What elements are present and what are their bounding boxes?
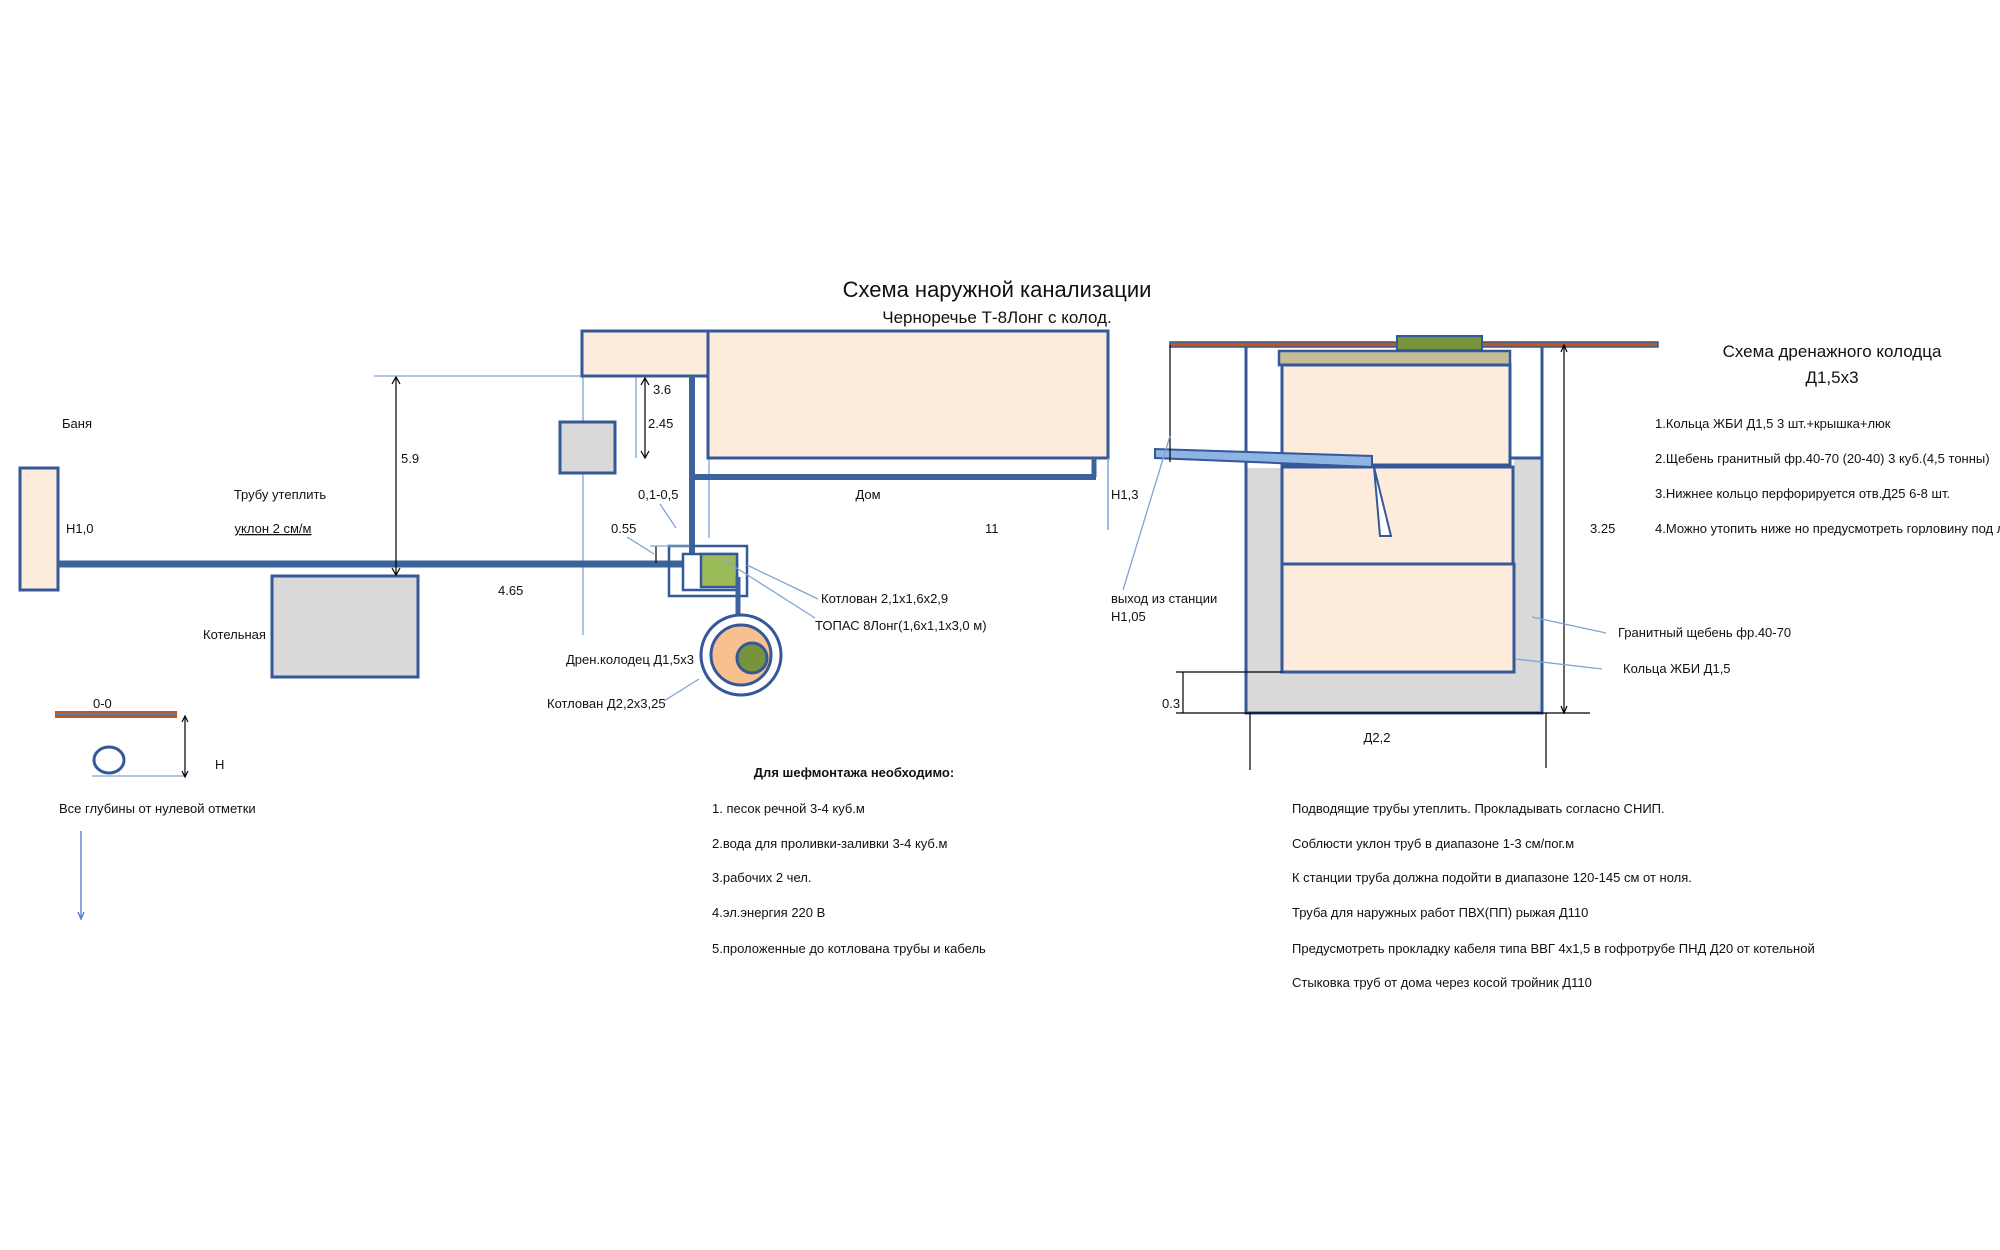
site-plan: Баня Н1,0 Трубу утеплить уклон 2 см/м 5.… [18, 329, 1138, 711]
label-dim-3-6: 3.6 [653, 382, 671, 397]
label-insulate: Трубу утеплить [234, 487, 327, 502]
well-lid [1277, 349, 1512, 367]
gravel-fill [1246, 458, 1542, 713]
note-item: Предусмотреть прокладку кабеля типа ВВГ … [1292, 941, 1815, 956]
well-subtitle: Д1,5х3 [1805, 368, 1858, 387]
pipe-section-icon [92, 745, 126, 775]
baffle [1373, 466, 1393, 537]
install-item: 3.рабочих 2 чел. [712, 870, 811, 885]
station-chamber [699, 552, 739, 589]
leader-line [723, 559, 816, 619]
label-h: Н [215, 757, 224, 772]
label-dim-3-25: 3.25 [1590, 521, 1615, 536]
label-drain-well: Дрен.колодец Д1,5х3 [566, 652, 694, 667]
install-heading: Для шефмонтажа необходимо: [754, 765, 954, 780]
label-house: Дом [855, 487, 880, 502]
label-slope: уклон 2 см/м [235, 521, 312, 536]
inlet-pipe [1154, 447, 1373, 469]
label-dim-2-45: 2.45 [648, 416, 673, 431]
leader-line [1531, 616, 1607, 634]
station-pit [667, 544, 749, 598]
well-item: 1.Кольца ЖБИ Д1,5 3 шт.+крышка+люк [1655, 416, 1891, 431]
note-item: Подводящие трубы утеплить. Прокладывать … [1292, 801, 1665, 816]
drain-well-section: Схема дренажного колодца Д1,5х3 1.Кольца… [1107, 335, 2000, 770]
arrow-heads [640, 376, 650, 460]
scheme-subtitle: Черноречье Т-8Лонг с колод. [882, 308, 1112, 327]
leader-line [626, 536, 655, 555]
label-pit-well: Котлован Д2,2х3,25 [547, 696, 666, 711]
label-topas: ТОПАС 8Лонг(1,6х1,1х3,0 м) [815, 618, 987, 633]
leader-line [746, 564, 819, 600]
label-boiler: Котельная [203, 627, 266, 642]
installation-requirements: Для шефмонтажа необходимо: 1. песок речн… [712, 765, 986, 956]
label-dim-0-3: 0.3 [1162, 696, 1180, 711]
label-banya: Баня [62, 416, 92, 431]
install-item: 1. песок речной 3-4 куб.м [712, 801, 865, 816]
label-h-house: Н1,3 [1111, 487, 1138, 502]
arrow-heads [181, 714, 189, 779]
label-h-outlet: Н1,05 [1111, 609, 1146, 624]
leader-line [1122, 435, 1171, 591]
label-h-banya: Н1,0 [66, 521, 93, 536]
label-gravel: Гранитный щебень фр.40-70 [1618, 625, 1791, 640]
well-lid-circle [735, 641, 769, 675]
well-title: Схема дренажного колодца [1723, 342, 1942, 361]
label-diameter: Д2,2 [1364, 730, 1391, 745]
house [706, 329, 1110, 460]
leader-line [663, 678, 700, 702]
arrow-heads [391, 375, 401, 577]
note-item: Стыковка труб от дома через косой тройни… [1292, 975, 1592, 990]
note-item: К станции труба должна подойти в диапазо… [1292, 870, 1692, 885]
hatch-cover [1396, 335, 1483, 351]
boiler-house [270, 574, 420, 679]
concrete-ring-bottom [1280, 562, 1516, 674]
concrete-ring-middle [1280, 465, 1515, 566]
well-item: 3.Нижнее кольцо перфорируется отв.Д25 6-… [1655, 486, 1950, 501]
concrete-ring-top [1280, 363, 1512, 467]
house-annex [580, 329, 710, 378]
label-outlet: выход из станции [1111, 591, 1217, 606]
grey-structure [558, 420, 617, 475]
install-item: 2.вода для проливки-заливки 3-4 куб.м [712, 836, 947, 851]
depth-legend: 0-0 Н Все глубины от нулевой отметки [55, 696, 256, 921]
label-pit-station: Котлован 2,1х1,6х2,9 [821, 591, 948, 606]
label-dim-0-55: 0.55 [611, 521, 636, 536]
well-item: 4.Можно утопить ниже но предусмотреть го… [1655, 521, 2000, 536]
install-item: 4.эл.энергия 220 В [712, 905, 825, 920]
install-item: 5.проложенные до котлована трубы и кабел… [712, 941, 986, 956]
label-dim-5-9: 5.9 [401, 451, 419, 466]
banya-building [18, 466, 60, 592]
label-dim-range: 0,1-0,5 [638, 487, 678, 502]
note-item: Труба для наружных работ ПВХ(ПП) рыжая Д… [1292, 905, 1588, 920]
scheme-title: Схема наружной канализации [843, 277, 1152, 302]
well-item: 2.Щебень гранитный фр.40-70 (20-40) 3 ку… [1655, 451, 1990, 466]
label-dim-4-65: 4.65 [498, 583, 523, 598]
arrow-head [77, 911, 85, 921]
note-item: Соблюсти уклон труб в диапазоне 1-3 см/п… [1292, 836, 1574, 851]
leader-line [1515, 658, 1603, 670]
label-depth-note: Все глубины от нулевой отметки [59, 801, 256, 816]
label-zero: 0-0 [93, 696, 112, 711]
general-notes: Подводящие трубы утеплить. Прокладывать … [1292, 801, 1815, 990]
label-dim-11: 11 [985, 521, 999, 536]
leader-line [659, 503, 677, 529]
label-rings: Кольца ЖБИ Д1,5 [1623, 661, 1731, 676]
